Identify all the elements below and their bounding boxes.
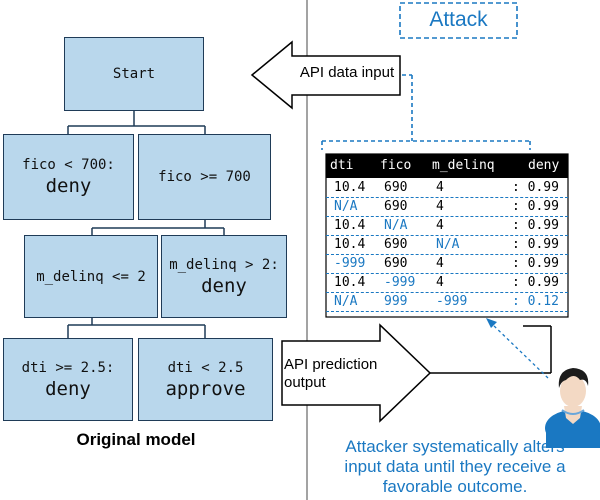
- table-cell: : 0.99: [512, 218, 559, 233]
- api-input-arrow: [250, 40, 401, 110]
- node-text: Start: [112, 66, 156, 82]
- person-icon: [545, 368, 600, 448]
- tree-node-start: Start: [64, 37, 204, 111]
- table-cell: -999: [334, 256, 366, 271]
- table-cell: 690: [384, 256, 408, 271]
- attacker-caption-line: favorable outcome.: [382, 477, 528, 496]
- node-result: deny: [201, 274, 247, 297]
- table-cell: N/A: [384, 218, 408, 233]
- table-cell: 4: [436, 218, 444, 233]
- node-condition: m_delinq > 2:: [169, 256, 279, 273]
- api-input-label: API data input: [299, 64, 395, 81]
- node-text: fico >= 700: [158, 169, 251, 185]
- tree-node-fico-lt-700: fico < 700: deny: [3, 134, 134, 220]
- table-cell: -999: [384, 275, 416, 290]
- attack-box: [399, 2, 518, 39]
- table-row: -999 690 4 : 0.99: [326, 255, 568, 274]
- api-output-arrow: [281, 323, 432, 423]
- attacker-caption: Attacker systematically alters input dat…: [310, 437, 600, 497]
- table-cell: : 0.99: [512, 275, 559, 290]
- table-cell: 690: [384, 237, 408, 252]
- attacker-caption-line: Attacker systematically alters: [345, 437, 565, 456]
- table-cell: 4: [436, 256, 444, 271]
- table-output-connector: [430, 325, 552, 374]
- table-cell: : 0.99: [512, 180, 559, 195]
- table-cell: 10.4: [334, 275, 366, 290]
- table-cell: N/A: [334, 294, 358, 309]
- table-row: N/A 999 -999 : 0.12: [326, 293, 568, 312]
- table-cell: : 0.99: [512, 256, 559, 271]
- table-cell: N/A: [436, 237, 460, 252]
- table-header: dti fico m_delinq deny: [326, 154, 568, 178]
- table-row: 10.4 -999 4 : 0.99: [326, 274, 568, 293]
- node-text: m_delinq <= 2: [36, 268, 146, 285]
- table-cell: -999: [436, 294, 468, 309]
- table-cell: 690: [384, 199, 408, 214]
- model-caption: Original model: [76, 430, 196, 449]
- table-row: 10.4 690 N/A : 0.99: [326, 236, 568, 255]
- node-result: approve: [165, 377, 246, 400]
- table-row: 10.4 N/A 4 : 0.99: [326, 217, 568, 236]
- header-fico: fico: [380, 158, 412, 173]
- header-deny: deny: [528, 158, 560, 173]
- table-cell: 4: [436, 180, 444, 195]
- table-cell: 10.4: [334, 218, 366, 233]
- attacker-caption-line: input data until they receive a: [344, 457, 566, 476]
- node-condition: dti < 2.5: [167, 359, 244, 376]
- tree-node-mdelinq-gt-2: m_delinq > 2: deny: [161, 235, 287, 318]
- table-cell: 4: [436, 199, 444, 214]
- node-condition: fico < 700:: [22, 157, 115, 173]
- table-cell: 10.4: [334, 180, 366, 195]
- tree-node-mdelinq-le-2: m_delinq <= 2: [24, 235, 158, 318]
- table-cell: 690: [384, 180, 408, 195]
- api-output-label-line1: API prediction: [284, 356, 378, 373]
- node-condition: dti >= 2.5:: [21, 359, 115, 376]
- attacker-arrowhead: [486, 318, 497, 328]
- api-output-label: API prediction output: [284, 356, 384, 392]
- tree-node-dti-lt-25: dti < 2.5 approve: [138, 338, 273, 421]
- node-result: deny: [45, 377, 91, 400]
- table-row: N/A 690 4 : 0.99: [326, 198, 568, 217]
- tree-node-dti-ge-25: dti >= 2.5: deny: [3, 338, 133, 421]
- header-m-delinq: m_delinq: [432, 158, 495, 173]
- header-dti: dti: [330, 158, 354, 173]
- table-cell: 999: [384, 294, 408, 309]
- attacker-dashed-arrow: [491, 323, 549, 379]
- table-cell: 10.4: [334, 237, 366, 252]
- api-output-label-line2: output: [284, 374, 326, 391]
- table-cell: N/A: [334, 199, 358, 214]
- table-cell: : 0.12: [512, 294, 559, 309]
- table-row: 10.4 690 4 : 0.99: [326, 179, 568, 198]
- table-cell: : 0.99: [512, 237, 559, 252]
- table-cell: 4: [436, 275, 444, 290]
- node-result: deny: [45, 175, 92, 197]
- tree-connectors: [67, 111, 225, 338]
- tree-node-fico-ge-700: fico >= 700: [138, 134, 271, 220]
- attack-label: Attack: [429, 8, 488, 31]
- table-cell: : 0.99: [512, 199, 559, 214]
- input-dashed-connector: [321, 74, 531, 150]
